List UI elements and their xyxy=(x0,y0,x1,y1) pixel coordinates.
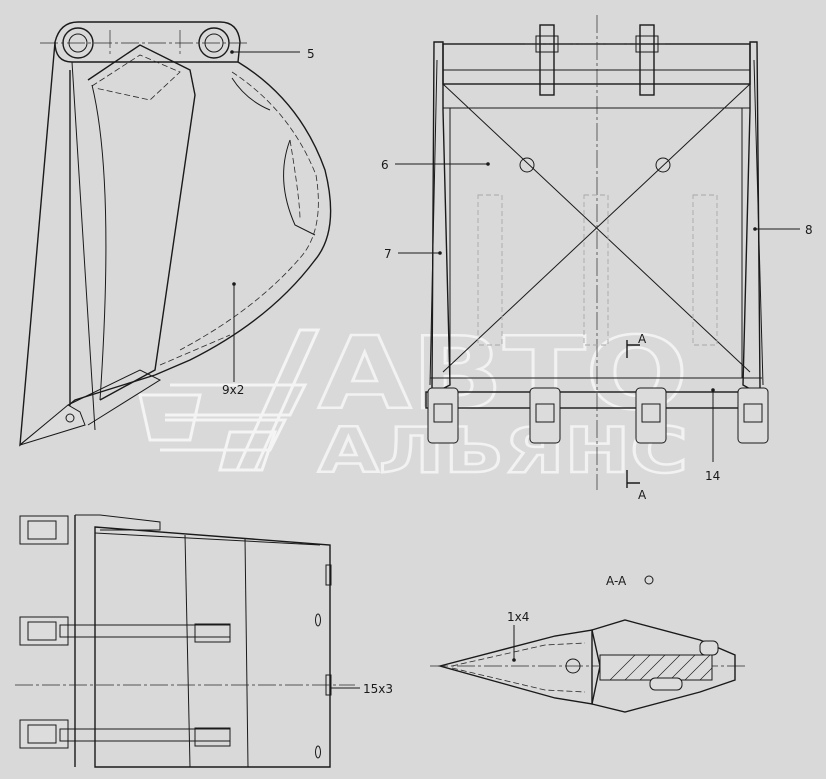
front-view: A A 6 7 8 14 xyxy=(381,15,813,502)
callout-9x2: 9x2 xyxy=(222,383,244,397)
section-mark-top: A xyxy=(638,332,647,346)
callout-15x3: 15x3 xyxy=(363,682,393,696)
bucket-teeth xyxy=(427,387,769,444)
plan-view: 15x3 xyxy=(15,514,393,768)
hinge-lug-right xyxy=(639,24,655,96)
side-view: 5 9x2 xyxy=(19,21,332,447)
hinge-lug-left xyxy=(539,24,555,96)
section-view: A-A 1x4 xyxy=(430,574,745,713)
watermark: АВТО АЛЬЯНС xyxy=(138,314,689,488)
watermark-line-2: АЛЬЯНС xyxy=(318,414,688,487)
callout-14: 14 xyxy=(705,469,720,483)
section-hatch xyxy=(609,654,713,681)
callout-8: 8 xyxy=(805,223,813,237)
section-mark-bottom: A xyxy=(638,488,647,502)
callout-7: 7 xyxy=(384,247,392,261)
section-view-title: A-A xyxy=(606,574,627,588)
watermark-line-1: АВТО xyxy=(318,315,688,432)
watermark-logo xyxy=(138,328,321,472)
view-rotation-icon xyxy=(644,575,654,585)
callout-5: 5 xyxy=(307,47,315,61)
callout-6: 6 xyxy=(381,158,389,172)
callout-1x4: 1x4 xyxy=(507,610,529,624)
